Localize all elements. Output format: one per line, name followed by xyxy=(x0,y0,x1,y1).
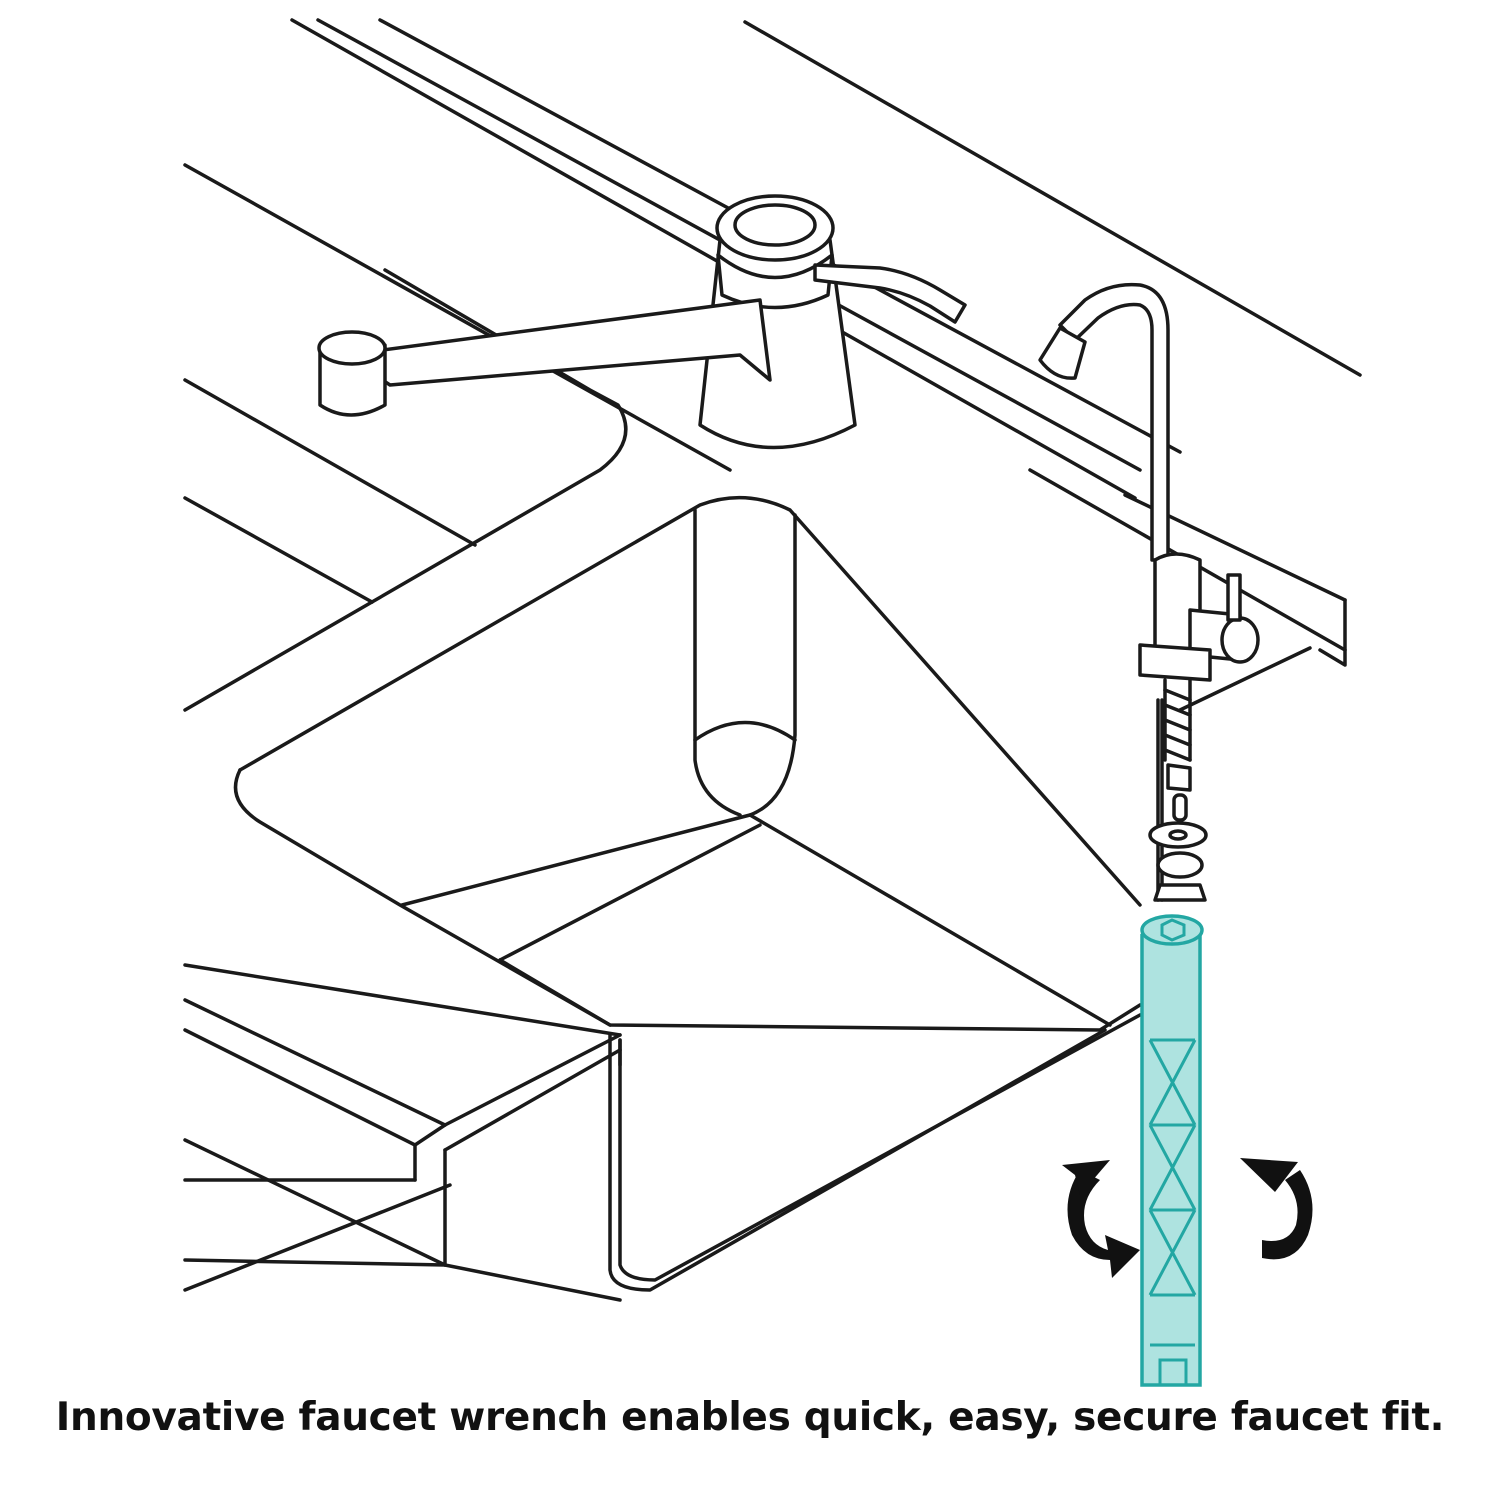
faucet-wrench xyxy=(1140,914,1204,1387)
drinking-water-faucet xyxy=(1038,282,1260,902)
front-counter-slab xyxy=(183,963,622,1302)
rotate-clockwise-arrow-icon xyxy=(1240,1158,1313,1260)
main-faucet xyxy=(317,194,967,450)
counter-cutout-edge xyxy=(370,268,628,604)
rotate-counterclockwise-arrow-icon xyxy=(1062,1160,1140,1278)
mounting-hardware xyxy=(1148,763,1208,902)
caption: Innovative faucet wrench enables quick, … xyxy=(55,1395,1445,1440)
faucet-spout xyxy=(813,263,967,324)
sink-basin xyxy=(233,495,1142,1292)
